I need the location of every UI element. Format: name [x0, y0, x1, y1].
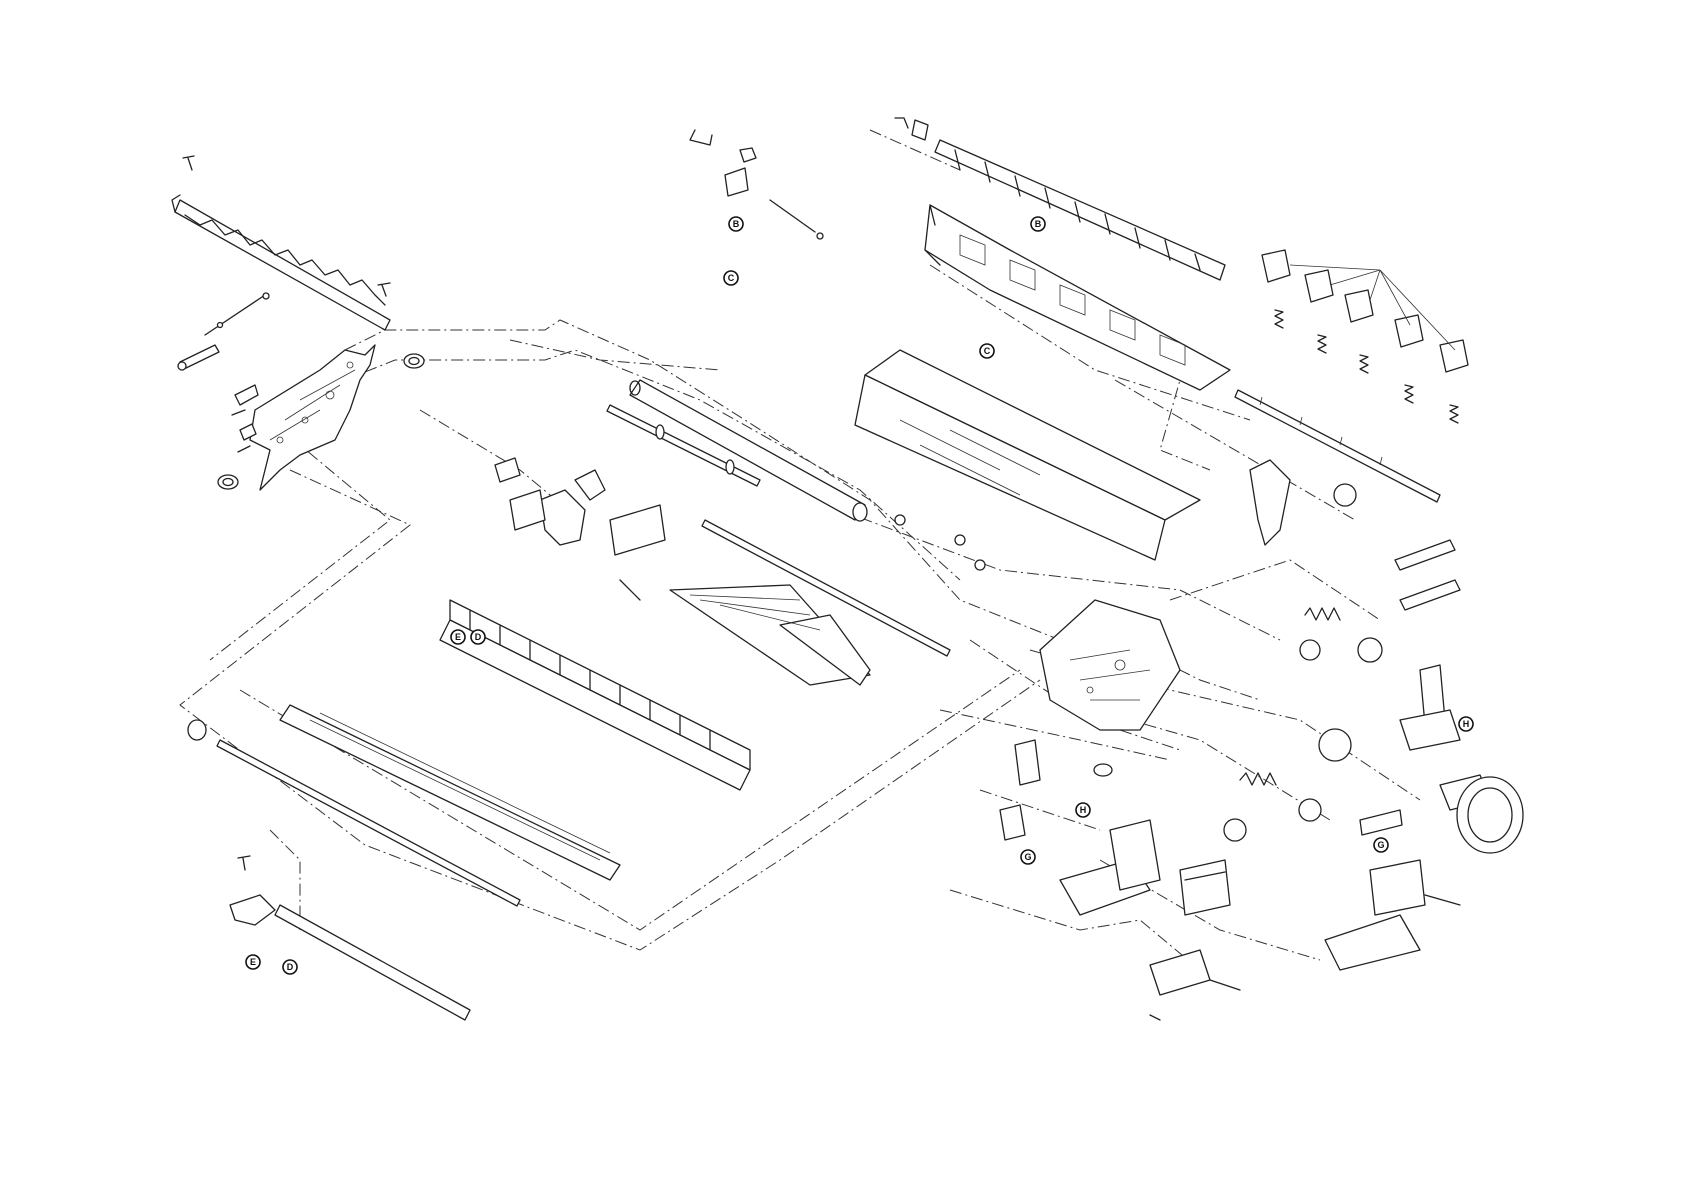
release-lever [1250, 460, 1290, 545]
svg-text:C: C [984, 346, 991, 356]
upper-paper-guide [925, 205, 1230, 390]
svg-text:G: G [1024, 852, 1031, 862]
gear-lever [1360, 810, 1402, 835]
top-guide-rail [172, 195, 390, 330]
tension-spring [205, 293, 269, 335]
sensor-board [1150, 950, 1240, 1020]
callout-e-carriage: E [451, 630, 465, 644]
svg-text:E: E [250, 957, 256, 967]
screw [183, 156, 194, 170]
svg-text:D: D [475, 632, 482, 642]
line-feed-motor [1180, 860, 1230, 915]
assembly-guide-lines [180, 130, 1420, 970]
gear-springs [1240, 608, 1340, 785]
left-side-frame [250, 345, 375, 490]
callout-g-bottom: G [1021, 850, 1035, 864]
flat-cable [670, 585, 870, 685]
callout-e-frame: E [246, 955, 260, 969]
svg-text:C: C [728, 273, 735, 283]
paper-tray [855, 350, 1200, 560]
callout-d-frame: D [283, 960, 297, 974]
bushing [218, 475, 238, 489]
svg-text:E: E [455, 632, 461, 642]
perforated-guide-plate [280, 705, 620, 880]
print-head-cable [230, 856, 470, 1020]
right-side-frame [1040, 600, 1180, 730]
svg-text:B: B [1035, 219, 1042, 229]
tractor-sprocket-arm [1400, 665, 1460, 750]
gear-train [1224, 484, 1382, 841]
paper-sensor-assembly [690, 130, 823, 239]
pinch-roller-holders [1262, 250, 1468, 372]
carriage-parts [495, 458, 665, 600]
bracket-clip [1395, 540, 1460, 610]
small-bracket-left [1000, 740, 1112, 840]
front-paper-guide [440, 600, 750, 790]
screw [378, 283, 390, 296]
bushing [404, 354, 424, 368]
callout-c-left: C [724, 271, 738, 285]
svg-text:G: G [1377, 840, 1384, 850]
platen-knob [1440, 775, 1523, 853]
callout-h-right: H [1459, 717, 1473, 731]
svg-text:B: B [733, 219, 740, 229]
callout-h-bottom: H [1076, 803, 1090, 817]
callout-d-carriage: D [471, 630, 485, 644]
svg-text:H: H [1080, 805, 1087, 815]
motor-base-plate [1325, 915, 1420, 970]
callout-labels: B B C C E D E D [246, 217, 1473, 974]
pinch-roller-springs [1275, 310, 1458, 423]
callout-g-right: G [1374, 838, 1388, 852]
callout-c-mid: C [980, 344, 994, 358]
left-side-frame-assembly [172, 156, 424, 490]
svg-text:D: D [287, 962, 294, 972]
space-motor [1370, 860, 1460, 915]
callout-b-upper: B [729, 217, 743, 231]
svg-text:H: H [1463, 719, 1470, 729]
lever-shaft [178, 345, 219, 370]
main-roller [630, 380, 867, 521]
motor-bracket [1060, 820, 1160, 915]
callout-b-right: B [1031, 217, 1045, 231]
